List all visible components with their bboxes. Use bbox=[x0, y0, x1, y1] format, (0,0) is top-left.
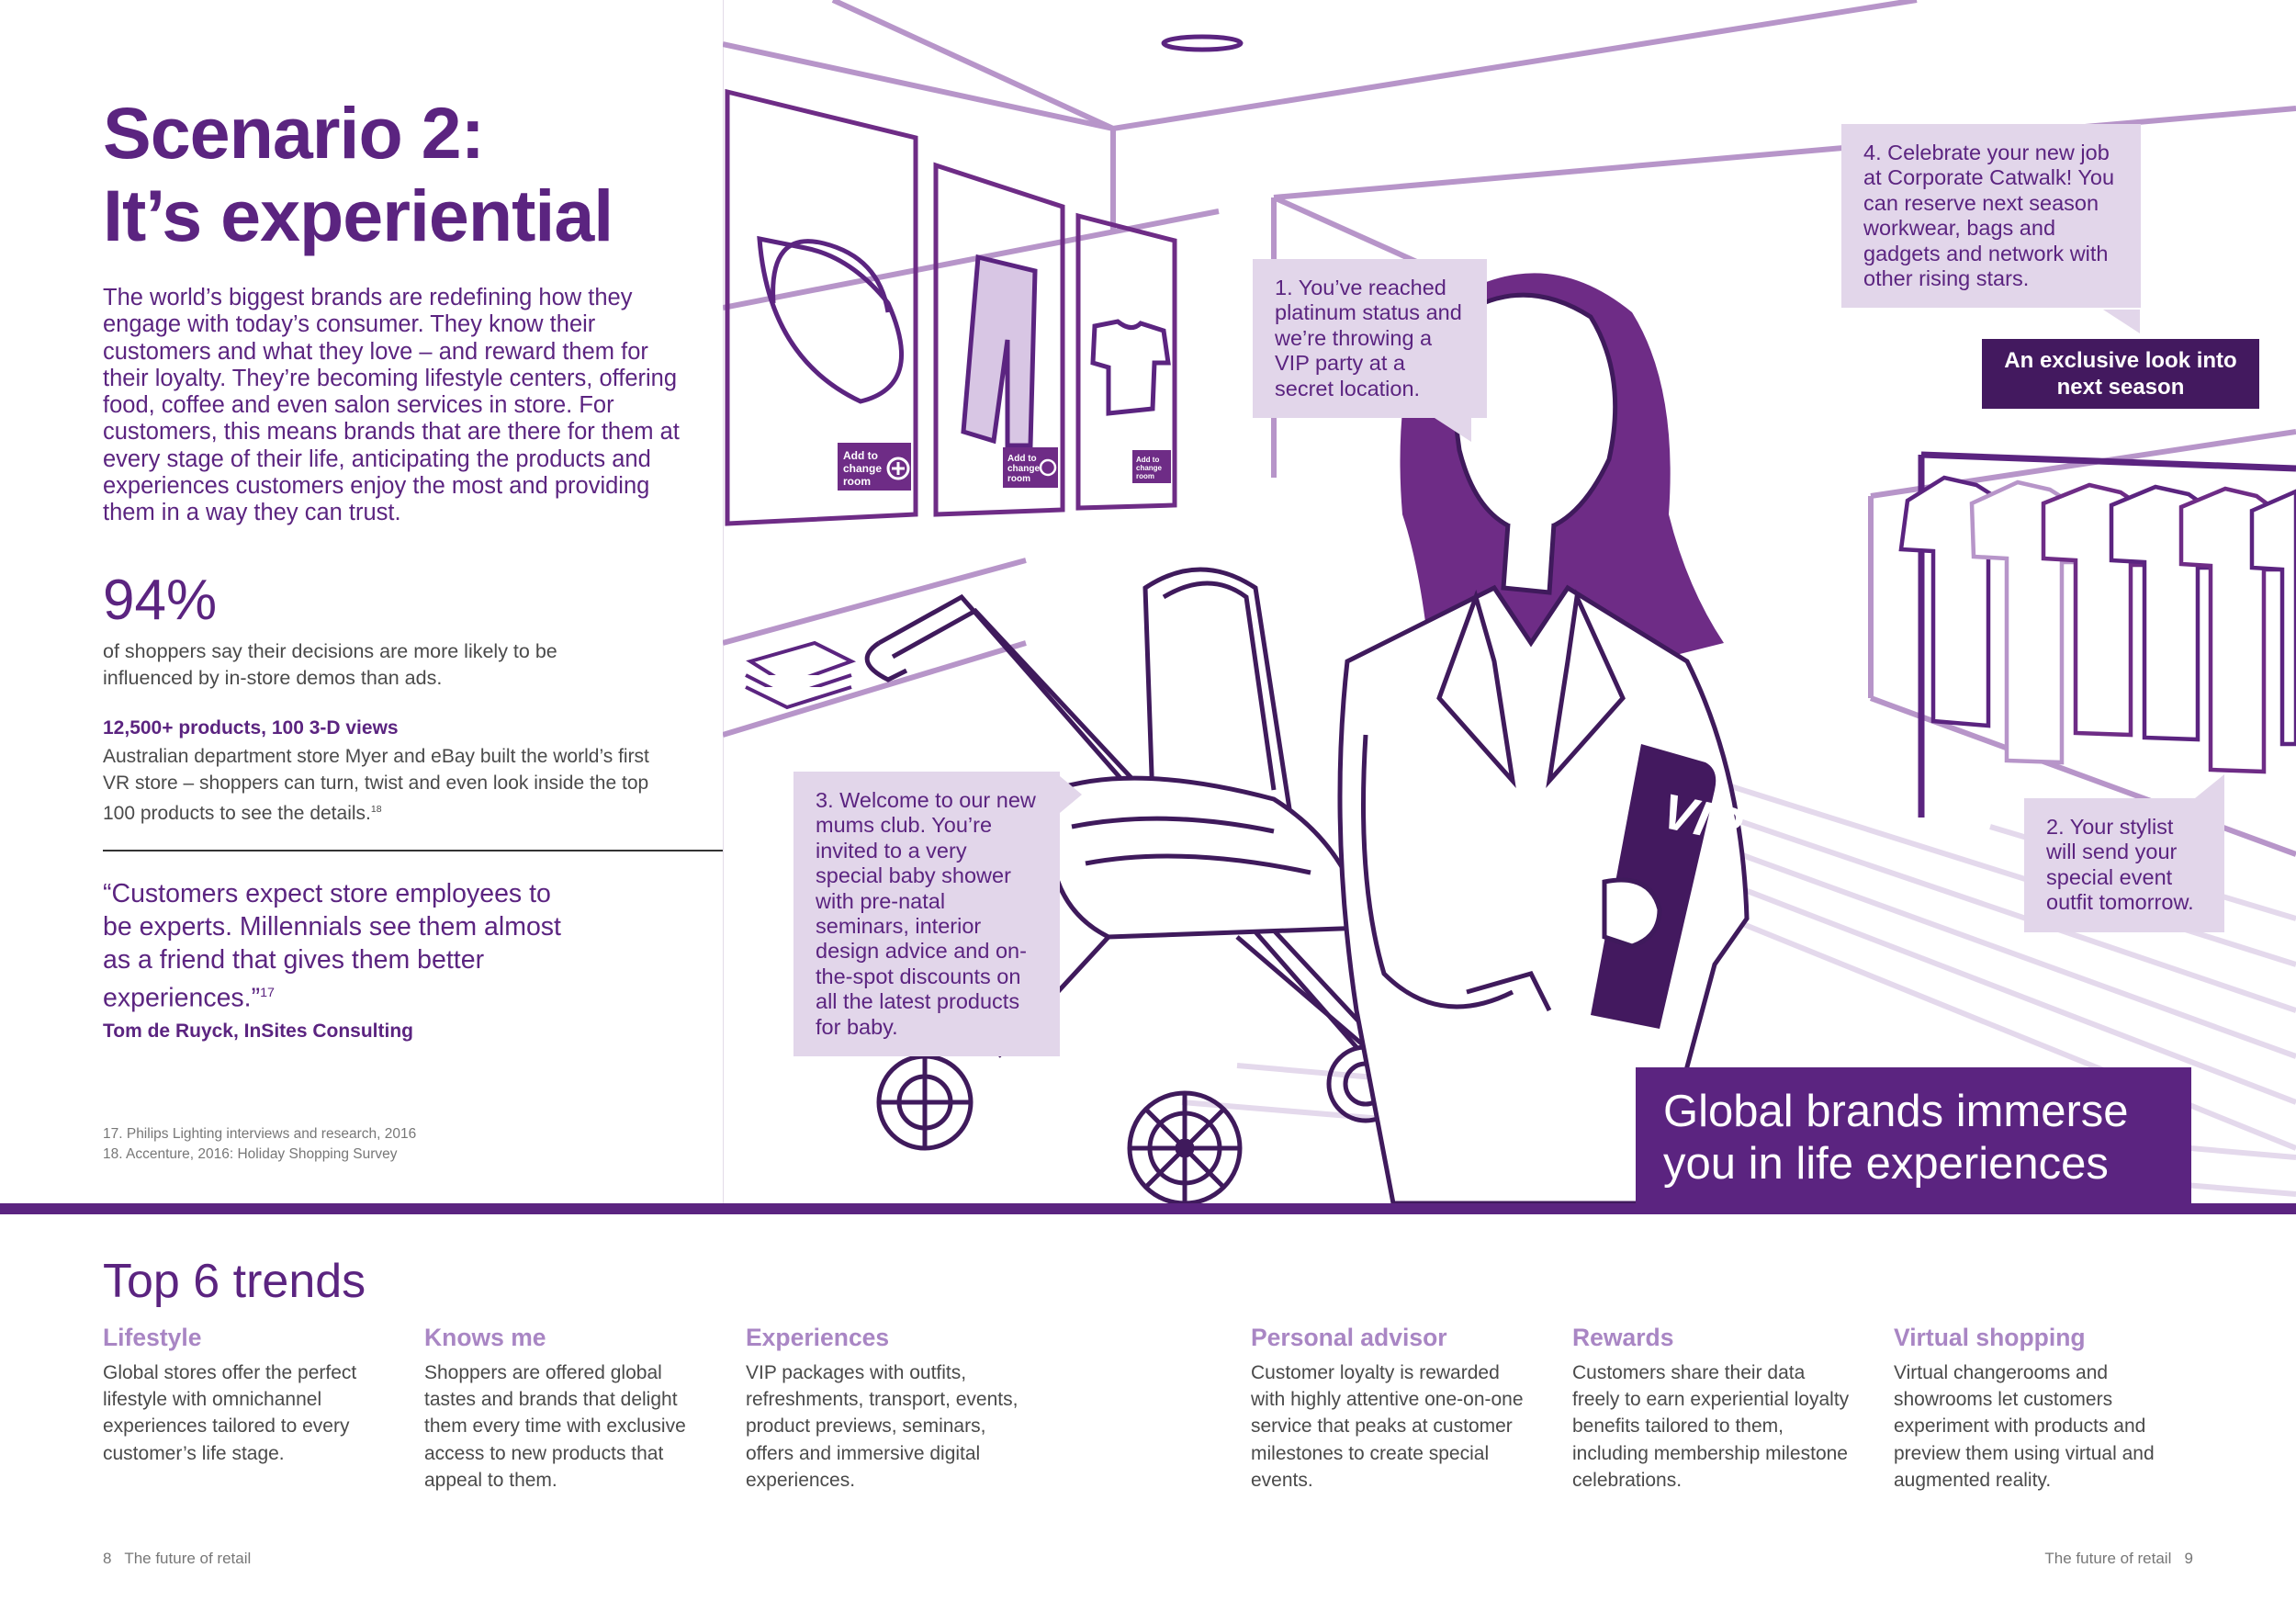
trend-virtual-shopping: Virtual shopping Virtual changerooms and… bbox=[1894, 1324, 2178, 1494]
trend-knows-me: Knows me Shoppers are offered global tas… bbox=[424, 1324, 709, 1494]
footnote-18: 18. Accenture, 2016: Holiday Shopping Su… bbox=[103, 1146, 398, 1162]
trend-title: Experiences bbox=[746, 1324, 890, 1351]
title-line-2: It’s experiential bbox=[103, 175, 613, 256]
callout-tail bbox=[2195, 774, 2224, 798]
stroller-illustration bbox=[864, 567, 1405, 1203]
exclusive-look-badge: An exclusive look into next season bbox=[1982, 339, 2259, 409]
headline-banner: Global brands immerse you in life experi… bbox=[1636, 1067, 2191, 1205]
trend-title: Rewards bbox=[1572, 1324, 1674, 1351]
add-to-change-room-tags: Add to change room Add to change room Ad… bbox=[838, 443, 1171, 491]
tag-line-3: room bbox=[1136, 472, 1154, 480]
callout-tail bbox=[1060, 776, 1082, 813]
callout-mums-club: 3. Welcome to our new mums club. You’re … bbox=[793, 772, 1060, 1057]
tag-line-2: change bbox=[1136, 464, 1163, 472]
callout-vip-party: 1. You’ve reached platinum status and we… bbox=[1253, 259, 1487, 419]
tag-line-1: Add to bbox=[1136, 456, 1159, 464]
woman-illustration bbox=[1337, 273, 1750, 1203]
trend-text: Customers share their data freely to ear… bbox=[1572, 1362, 1850, 1491]
column-divider bbox=[723, 0, 724, 1203]
page-footer-left: 8 The future of retail bbox=[103, 1550, 252, 1567]
trend-personal-advisor: Personal advisor Customer loyalty is rew… bbox=[1251, 1324, 1536, 1494]
callout-tail bbox=[2103, 310, 2140, 333]
tshirt-icon bbox=[1090, 319, 1171, 416]
handbag-icon bbox=[757, 235, 904, 404]
intro-paragraph: The world’s biggest brands are redefinin… bbox=[103, 285, 680, 526]
page-title: Scenario 2: It’s experiential bbox=[103, 92, 709, 257]
vr-store-text: Australian department store Myer and eBa… bbox=[103, 743, 654, 827]
vr-store-heading: 12,500+ products, 100 3-D views bbox=[103, 717, 399, 739]
page-footer-right: The future of retail 9 bbox=[2044, 1550, 2193, 1567]
trend-text: Shoppers are offered global tastes and b… bbox=[424, 1362, 686, 1491]
trend-text: Customer loyalty is rewarded with highly… bbox=[1251, 1362, 1524, 1491]
trend-title: Personal advisor bbox=[1251, 1324, 1447, 1351]
trend-title: Knows me bbox=[424, 1324, 546, 1351]
trend-title: Lifestyle bbox=[103, 1324, 202, 1351]
callout-stylist: 2. Your stylist will send your special e… bbox=[2024, 798, 2224, 932]
tag-line-2: change bbox=[843, 462, 882, 475]
callout-corporate-catwalk: 4. Celebrate your new job at Corporate C… bbox=[1841, 124, 2141, 309]
quote-author: Tom de Ruyck, InSites Consulting bbox=[103, 1021, 413, 1042]
folded-clothes-icon bbox=[745, 640, 857, 710]
pull-quote: “Customers expect store employees to be … bbox=[103, 877, 580, 1015]
purple-band bbox=[0, 1203, 2296, 1214]
footnote-17: 17. Philips Lighting interviews and rese… bbox=[103, 1126, 417, 1142]
vr-store-body: Australian department store Myer and eBa… bbox=[103, 746, 649, 824]
tag-line-3: room bbox=[1007, 474, 1030, 484]
trend-text: Global stores offer the perfect lifestyl… bbox=[103, 1362, 357, 1464]
stat-description: of shoppers say their decisions are more… bbox=[103, 640, 557, 689]
trend-rewards: Rewards Customers share their data freel… bbox=[1572, 1324, 1857, 1494]
trend-title: Virtual shopping bbox=[1894, 1324, 2086, 1351]
title-line-1: Scenario 2: bbox=[103, 92, 485, 174]
wall-frames bbox=[725, 88, 1177, 526]
trousers-icon bbox=[961, 254, 1038, 448]
pull-quote-reference: 17 bbox=[260, 986, 275, 1000]
tag-line-2: change bbox=[1007, 464, 1040, 474]
ceiling-light bbox=[1161, 34, 1244, 52]
clothes-rack bbox=[1898, 451, 2296, 818]
trend-text: Virtual changerooms and showrooms let cu… bbox=[1894, 1362, 2155, 1491]
trend-lifestyle: Lifestyle Global stores offer the perfec… bbox=[103, 1324, 388, 1467]
stat-value: 94% bbox=[103, 569, 218, 632]
section-divider bbox=[103, 850, 724, 851]
tag-line-1: Add to bbox=[1007, 454, 1037, 464]
tag-line-1: Add to bbox=[843, 449, 878, 462]
vip-folder: VIP bbox=[1591, 744, 1748, 1029]
callout-tail bbox=[1435, 418, 1471, 442]
vr-store-reference: 18 bbox=[370, 804, 382, 815]
pull-quote-text: “Customers expect store employees to be … bbox=[103, 879, 561, 1013]
trend-experiences: Experiences VIP packages with outfits, r… bbox=[746, 1324, 1030, 1494]
trends-title: Top 6 trends bbox=[103, 1255, 366, 1308]
trend-text: VIP packages with outfits, refreshments,… bbox=[746, 1362, 1019, 1491]
tag-line-3: room bbox=[843, 475, 871, 488]
